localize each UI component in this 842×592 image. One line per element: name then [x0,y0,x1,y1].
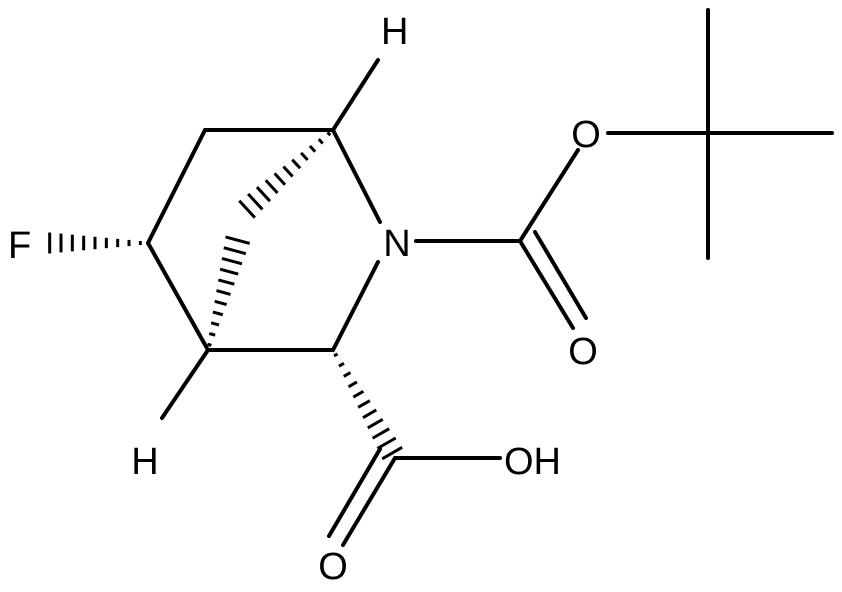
hash-stroke [342,371,352,378]
hash-stroke [326,131,332,137]
hash-stroke [225,235,251,245]
hash-stroke [352,389,365,399]
atom-label-nitrogen: N [383,223,410,265]
hash-stroke [376,436,397,450]
hash-stroke [212,310,224,317]
bond-carbonyl-ester-o [518,148,580,243]
hash-stroke [357,399,371,409]
hash-stroke [299,151,309,161]
hash-stroke [247,192,264,211]
atom-label-fluorine: F [8,225,31,267]
atom-label-ester-oxygen: O [571,114,601,156]
bond-c6-c5 [146,128,207,245]
hash-stroke [255,186,272,203]
bond-c4-h [160,348,210,420]
hash-stroke [362,408,378,419]
atom-label-hydroxyl: OH [504,441,561,483]
atom-label-h-bottom: H [131,441,158,483]
hash-stroke [338,361,345,368]
bond-c1-n [331,128,382,224]
hash-stroke [216,289,231,296]
atom-label-boc-carbonyl-oxygen: O [568,331,598,373]
hashed-wedge-f [48,232,142,254]
atom-label-acid-carbonyl-oxygen: O [318,546,348,588]
bond-n-c3 [331,260,380,352]
hashed-wedge-c3-acid [333,352,403,461]
hash-stroke [282,165,294,178]
hash-stroke [219,267,239,276]
hash-stroke [223,246,247,256]
bond-acid-c-o-double-b [327,447,382,538]
hash-stroke [217,278,235,286]
atom-label-h-top: H [381,11,408,53]
hash-stroke [347,380,358,389]
hash-stroke [210,321,220,327]
hash-stroke [317,138,324,145]
hash-stroke [221,256,243,266]
hashed-wedge-c1-bridge [238,131,332,219]
hash-stroke [264,179,279,194]
bond-c1-h [331,58,380,132]
bond-c5-c4 [146,241,210,352]
hash-stroke [207,342,212,347]
hash-stroke [208,332,216,337]
bond-carbonyl-o-double-b [533,230,588,320]
hash-stroke [291,158,302,170]
hash-stroke [308,144,317,153]
hash-stroke [367,418,384,430]
hash-stroke [273,172,287,186]
hash-stroke [371,427,390,440]
bond-carbonyl-o-double-a [518,239,575,330]
bond-acid-c-o-double-a [341,456,397,547]
hash-stroke [238,199,257,219]
hash-stroke [214,299,228,307]
hashed-wedge-c4-bridge [207,235,251,347]
hash-stroke [333,352,339,358]
hash-stroke [381,446,403,461]
